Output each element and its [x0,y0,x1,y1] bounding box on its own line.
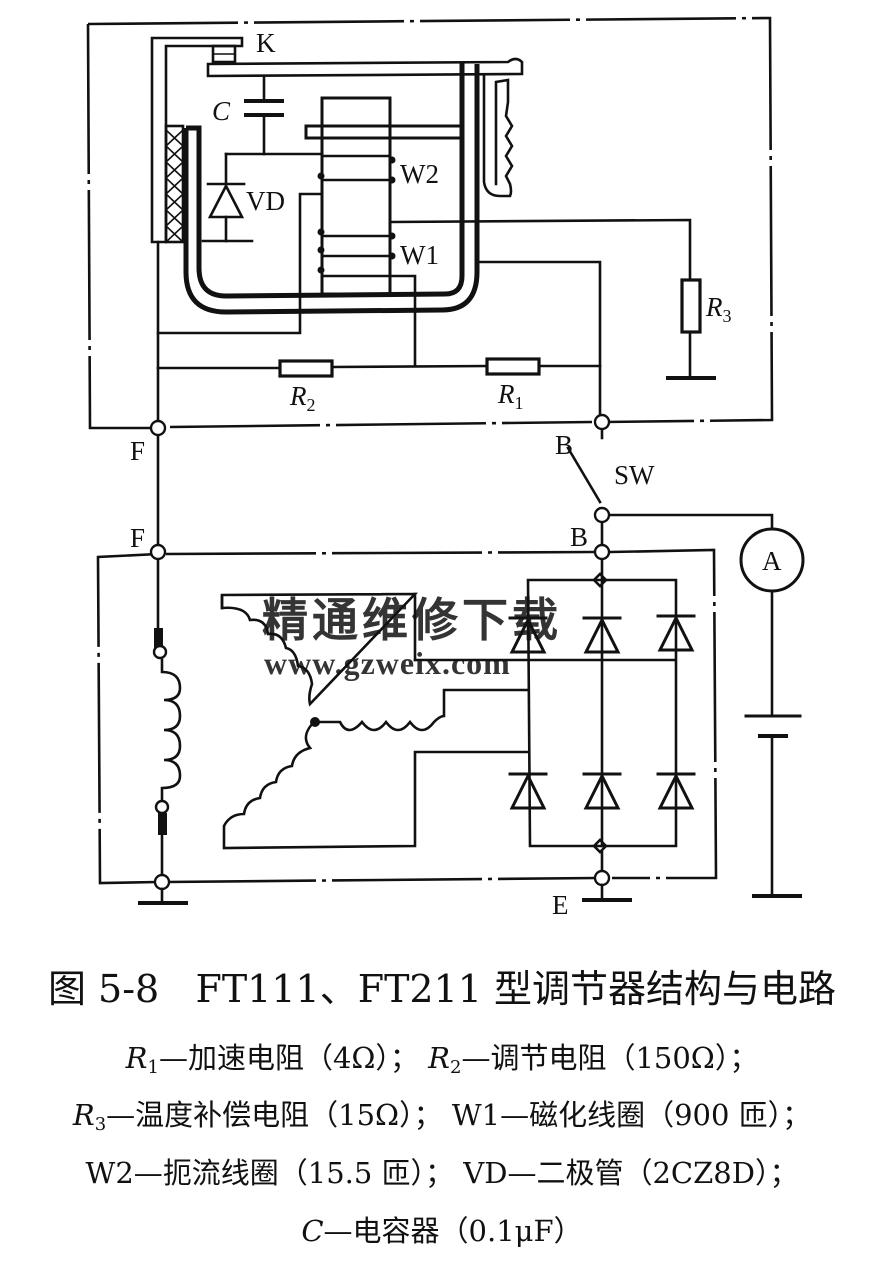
label-VD: VD [246,186,285,216]
terminal-SW [593,506,611,524]
legend-line: W2—扼流线圈（15.5 匝）； VD—二极管（2CZ8D）； [0,1150,884,1192]
legend-line: R1—加速电阻（4Ω）； R2—调节电阻（150Ω）； [125,1041,759,1078]
terminal-F-alternator [149,543,167,561]
diode-VD [201,152,254,243]
label-SW: SW [614,460,655,490]
diode-upper-3 [656,614,696,652]
watermark-chinese: 精通维修下载 [262,595,562,646]
switch-SW [566,446,602,504]
capacitor-C [224,74,324,156]
legend-item-R1: —加速电阻（4Ω）； [158,1041,419,1075]
legend-item-VD: VD—二极管（2CZ8D）； [463,1156,799,1190]
label-W1: W1 [400,240,439,270]
contact-K [211,44,237,64]
resistor-R1 [485,357,602,376]
field-winding [138,558,188,905]
label-ammeter: A [762,546,782,576]
label-W2: W2 [400,159,439,189]
diode-lower-1 [508,772,548,810]
label-R2: R2 [289,381,316,415]
legend-line: R3—温度补偿电阻（15Ω）； W1—磁化线圈（900 匝）； [72,1098,812,1135]
spring [482,74,514,198]
terminal-F-regulator [149,419,167,437]
legend-line: C—电容器（0.1μF） [301,1214,583,1248]
figure-title: FT111、FT211 型调节器结构与电路 [195,967,837,1011]
regulator-enclosure [86,16,774,430]
legend-item-W2: W2—扼流线圈（15.5 匝）； [85,1156,455,1190]
terminal-B-alternator [593,543,611,561]
diode-lower-3 [656,772,696,810]
diode-upper-1 [508,616,548,654]
wire-ammeter [608,513,774,530]
stator-winding [220,592,676,850]
ammeter [739,527,805,898]
figure-caption: 图 5-8 FT111、FT211 型调节器结构与电路 [0,958,884,1013]
legend-item-R2: —调节电阻（150Ω）； [461,1041,759,1075]
legend-item-W1: W1—磁化线圈（900 匝）； [451,1098,812,1132]
diode-upper-2 [582,616,622,654]
diode-lower-2 [582,772,622,810]
figure-number: 图 5-8 [47,967,160,1011]
watermark-url: www.gzweix.com [264,645,511,681]
label-R3: R3 [705,292,732,326]
label-E: E [552,890,569,920]
resistor-R3 [666,278,716,380]
label-R1: R1 [497,379,524,413]
label-K: K [256,28,276,58]
terminal-B-regulator [593,413,611,431]
label-F-alternator: F [130,523,145,553]
relay-core [304,96,464,296]
relay-wiring [156,192,692,422]
label-C: C [212,96,231,126]
regulator-circuit-diagram: 精通维修下载 www.gzweix.com K C VD W2 W1 R2 R1… [86,16,805,920]
label-F-regulator: F [130,436,145,466]
resistor-R2 [156,359,489,378]
legend-item-C: —电容器（0.1μF） [323,1214,583,1248]
legend-item-R3: —温度补偿电阻（15Ω）； [106,1098,443,1132]
rectifier-bridge [508,558,696,902]
alternator-enclosure [96,548,718,885]
label-B-alternator: B [570,522,588,552]
armature [206,57,524,78]
label-B-regulator: B [555,430,573,460]
relay-yoke [150,36,480,315]
